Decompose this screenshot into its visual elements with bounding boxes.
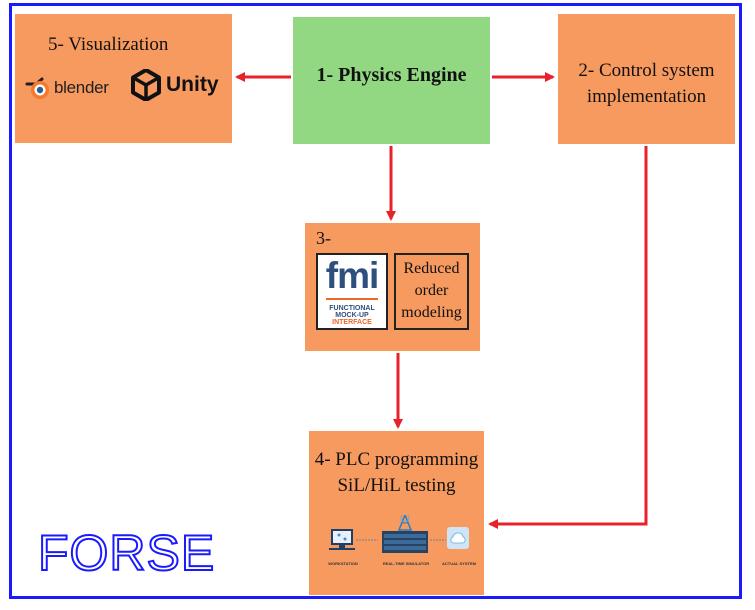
- diagram-frame: [9, 3, 742, 599]
- fmi-sub-line1: FUNCTIONAL: [329, 305, 375, 312]
- rom-line3: modeling: [401, 304, 462, 321]
- blender-wordmark: blender: [54, 78, 109, 97]
- reduced-order-box: 3- fmi FUNCTIONAL MOCK-UP INTERFACE Redu…: [305, 223, 480, 351]
- blender-icon: [25, 77, 49, 99]
- plc-line1: 4- PLC programming: [314, 449, 479, 470]
- fmi-underline: [326, 298, 378, 300]
- workstation-label: WORKSTATION: [328, 561, 358, 566]
- reduced-order-modeling-box: Reduced order modeling: [394, 253, 469, 330]
- control-system-title: 2- Control system implementation: [558, 58, 735, 110]
- fmi-sub-line3: INTERFACE: [332, 319, 372, 326]
- plc-line2: SiL/HiL testing: [337, 475, 456, 496]
- unity-wordmark: Unity: [166, 73, 219, 96]
- blender-logo: blender: [25, 76, 109, 100]
- unity-icon: [131, 69, 161, 101]
- unity-logo: Unity: [131, 69, 219, 101]
- simulator-label: REAL-TIME SIMULATOR: [382, 561, 430, 566]
- fmi-sub-line2: MOCK-UP: [335, 312, 369, 319]
- forse-brand: FORSE: [37, 525, 216, 581]
- control-system-box: 2- Control system implementation: [558, 14, 735, 144]
- rom-line2: order: [414, 282, 449, 299]
- hil-graphic: [329, 515, 469, 553]
- actual-system-label: ACTUAL SYSTEM: [442, 561, 476, 566]
- rom-line1: Reduced: [403, 260, 460, 277]
- control-system-line1: 2- Control system: [578, 60, 715, 81]
- physics-engine-title: 1- Physics Engine: [316, 64, 467, 86]
- visualization-title: 5- Visualization: [48, 34, 169, 55]
- plc-title: 4- PLC programming SiL/HiL testing: [309, 447, 484, 499]
- physics-engine-box: 1- Physics Engine: [293, 17, 490, 144]
- plc-programming-box: 4- PLC programming SiL/HiL testing: [309, 431, 484, 595]
- visualization-box: 5- Visualization blender Unity: [15, 14, 232, 143]
- arrow-control-to-plc: [488, 146, 648, 529]
- hil-illustration: WORKSTATION REAL-TIME SIMULATOR ACTUAL S…: [326, 515, 476, 575]
- reduced-order-title: 3-: [316, 228, 331, 248]
- fmi-logo: fmi FUNCTIONAL MOCK-UP INTERFACE: [316, 253, 388, 330]
- fmi-wordmark: fmi: [325, 255, 380, 296]
- control-system-line2: implementation: [586, 86, 707, 107]
